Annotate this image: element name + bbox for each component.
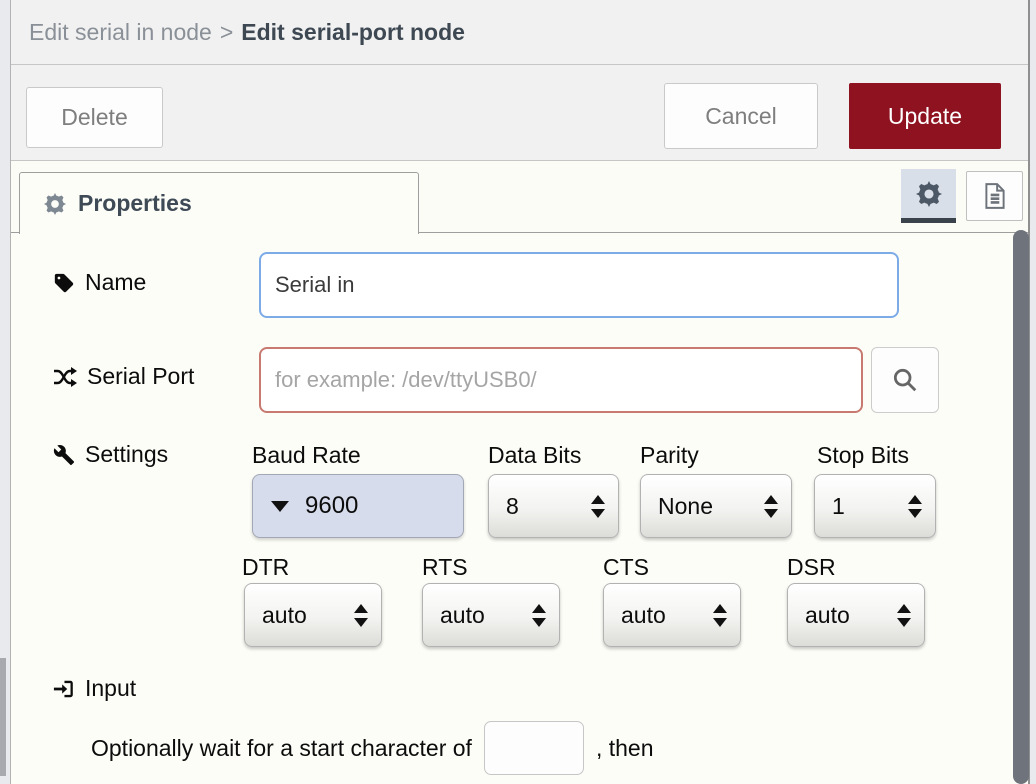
select-arrows-icon <box>532 603 546 627</box>
dtr-label: DTR <box>242 554 290 580</box>
settings-label: Settings <box>85 441 169 467</box>
page-title: Edit serial-port node <box>241 18 465 45</box>
name-label-row: Name <box>53 269 146 296</box>
node-description-button[interactable] <box>966 171 1023 221</box>
edit-node-dialog: Edit serial in node > Edit serial-port n… <box>10 0 1030 784</box>
gear-icon <box>915 180 942 207</box>
baud-rate-label: Baud Rate <box>252 442 361 468</box>
data-bits-label: Data Bits <box>488 442 582 468</box>
breadcrumb-parent[interactable]: Edit serial in node <box>29 18 212 45</box>
select-arrows-icon <box>591 494 605 518</box>
dsr-select[interactable]: auto <box>787 583 925 647</box>
select-arrows-icon <box>764 494 778 518</box>
gear-icon <box>44 192 66 215</box>
dialog-scrollbar-thumb[interactable] <box>1013 230 1029 784</box>
breadcrumb-separator: > <box>219 18 234 45</box>
cts-value: auto <box>621 601 666 628</box>
delete-button[interactable]: Delete <box>26 87 163 148</box>
select-arrows-icon <box>897 603 911 627</box>
update-button[interactable]: Update <box>849 83 1001 149</box>
window-scrollbar-thumb[interactable] <box>0 658 6 776</box>
rts-select[interactable]: auto <box>422 583 560 647</box>
dialog-header: Edit serial in node > Edit serial-port n… <box>11 0 1028 65</box>
data-bits-value: 8 <box>506 492 519 519</box>
name-input[interactable] <box>259 252 899 318</box>
properties-form: Name Serial Port Settings Baud Rate Data… <box>11 233 1028 784</box>
select-arrows-icon <box>354 603 368 627</box>
tab-properties[interactable]: Properties <box>19 172 419 234</box>
caret-down-icon <box>271 500 289 512</box>
dtr-value: auto <box>262 601 307 628</box>
input-section-label: Input <box>85 675 137 701</box>
input-section-label-row: Input <box>53 675 136 702</box>
search-icon <box>891 366 919 394</box>
stop-bits-label: Stop Bits <box>817 442 910 468</box>
tab-bar: Properties <box>11 161 1028 234</box>
sentence-after: , then <box>595 734 654 761</box>
serial-port-input[interactable] <box>259 347 863 413</box>
parity-select[interactable]: None <box>640 474 792 538</box>
parity-value: None <box>658 492 713 519</box>
serial-port-label: Serial Port <box>87 363 195 389</box>
rts-label: RTS <box>422 554 468 580</box>
wrench-icon <box>53 444 75 466</box>
baud-rate-dropdown[interactable]: 9600 <box>252 474 464 538</box>
document-icon <box>982 182 1008 210</box>
shuffle-icon <box>53 366 77 387</box>
tag-icon <box>53 272 75 294</box>
start-character-input[interactable] <box>483 721 584 775</box>
dsr-value: auto <box>805 601 850 628</box>
cts-label: CTS <box>603 554 649 580</box>
settings-label-row: Settings <box>53 441 168 468</box>
stop-bits-value: 1 <box>832 492 845 519</box>
dtr-select[interactable]: auto <box>244 583 382 647</box>
select-arrows-icon <box>908 494 922 518</box>
parity-label: Parity <box>640 442 699 468</box>
sign-in-icon <box>53 678 75 700</box>
dsr-label: DSR <box>787 554 836 580</box>
node-settings-button[interactable] <box>901 169 956 223</box>
stop-bits-select[interactable]: 1 <box>814 474 936 538</box>
rts-value: auto <box>440 601 485 628</box>
start-character-sentence: Optionally wait for a start character of… <box>91 721 653 775</box>
name-label: Name <box>85 269 147 295</box>
serial-port-search-button[interactable] <box>871 347 939 413</box>
cancel-button[interactable]: Cancel <box>664 83 818 149</box>
dialog-button-bar: Delete Cancel Update <box>11 65 1028 161</box>
cts-select[interactable]: auto <box>603 583 741 647</box>
tab-properties-label: Properties <box>78 190 192 216</box>
sentence-before: Optionally wait for a start character of <box>91 734 472 761</box>
data-bits-select[interactable]: 8 <box>488 474 619 538</box>
serial-port-label-row: Serial Port <box>53 363 194 390</box>
select-arrows-icon <box>713 603 727 627</box>
baud-rate-value: 9600 <box>305 492 359 519</box>
